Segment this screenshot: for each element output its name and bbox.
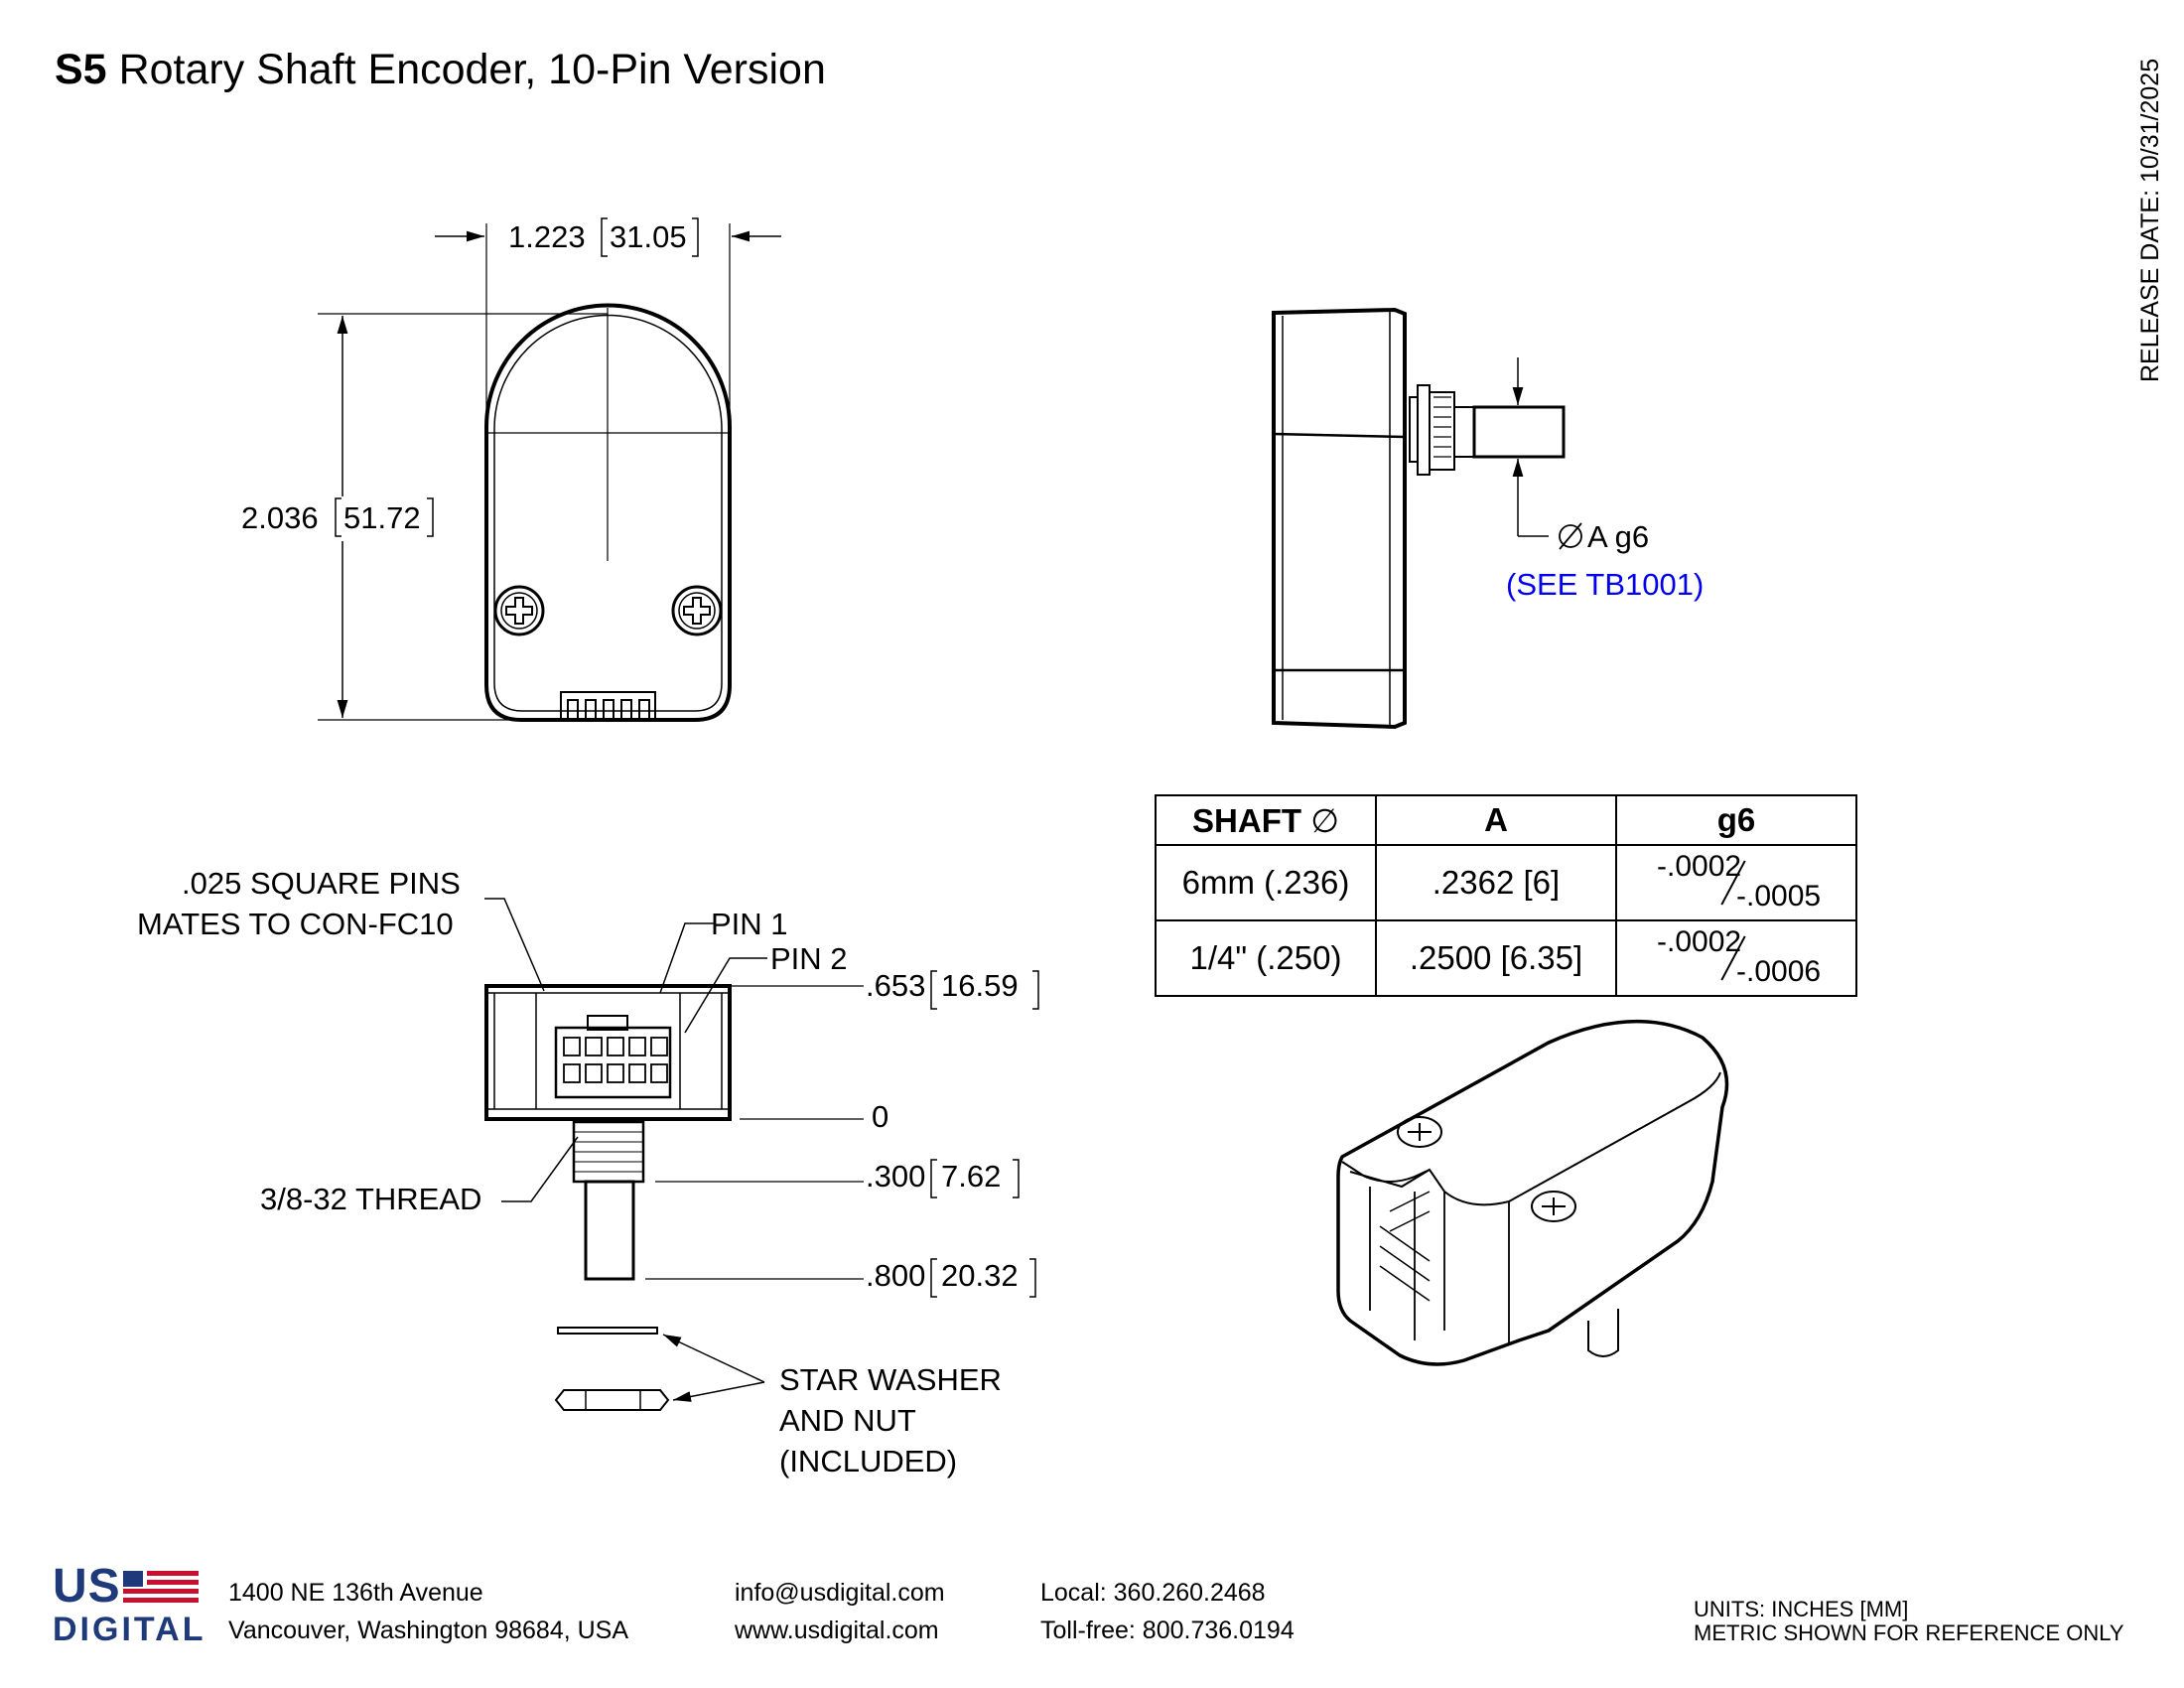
logo-flag-icon — [123, 1571, 199, 1603]
logo-us: US — [53, 1560, 121, 1613]
iso-screw-1-icon — [1397, 1116, 1442, 1148]
top-view — [318, 217, 781, 722]
address-line1: 1400 NE 136th Avenue — [228, 1579, 483, 1607]
cell-a: .2362 [6] — [1375, 844, 1617, 921]
front-body — [484, 984, 732, 1121]
connector-front — [554, 1026, 672, 1099]
phone-tollfree: Toll-free: 800.736.0194 — [1040, 1617, 1295, 1644]
pin1-label: PIN 1 — [711, 907, 788, 941]
height-dim-text: 2.036 — [241, 500, 319, 535]
pins-note-line2: MATES TO CON-FC10 — [137, 907, 454, 941]
star-washer — [557, 1327, 658, 1335]
hex-nut — [554, 1389, 670, 1411]
phone-local: Local: 360.260.2468 — [1040, 1579, 1266, 1607]
cell-g6: -.0002-.0006 — [1615, 919, 1857, 997]
thread-note: 3/8-32 THREAD — [260, 1182, 481, 1216]
pins-note-line1: .025 SQUARE PINS — [182, 866, 461, 901]
dim-thread-mm-text: 7.62 — [941, 1159, 1001, 1194]
header-g6: g6 — [1615, 794, 1857, 846]
cell-g6: -.0002-.0005 — [1615, 844, 1857, 921]
washer-line3: (INCLUDED) — [779, 1444, 957, 1478]
width-dim-mm-text: 31.05 — [610, 219, 687, 254]
dim-top-text: .653 — [866, 968, 925, 1003]
front-view — [484, 898, 1039, 1411]
isometric-view — [1336, 1019, 1729, 1366]
encoder-body-inner — [493, 314, 723, 712]
email-link[interactable]: info@usdigital.com — [735, 1579, 945, 1607]
screw-left-icon — [493, 585, 545, 636]
pin2-label: PIN 2 — [770, 941, 848, 976]
header-a: A — [1375, 794, 1617, 846]
table-row: 6mm (.236) .2362 [6] -.0002-.0005 — [1155, 844, 1857, 921]
side-body — [1272, 307, 1407, 730]
dim-shaft-text: .800 — [866, 1258, 925, 1293]
units-line2: METRIC SHOWN FOR REFERENCE ONLY — [1694, 1620, 2124, 1645]
height-dim-mm-text: 51.72 — [343, 500, 421, 535]
encoder-body-outline — [484, 303, 732, 722]
screw-right-icon — [671, 585, 723, 636]
table-row: 1/4" (.250) .2500 [6.35] -.0002-.0006 — [1155, 919, 1857, 997]
side-view — [1272, 307, 1582, 730]
header-shaft: SHAFT ∅ — [1155, 794, 1377, 846]
connector-top — [560, 691, 656, 721]
washer-line1: STAR WASHER — [779, 1362, 1002, 1397]
page-title: S5 Rotary Shaft Encoder, 10-Pin Version — [55, 46, 826, 94]
website-link[interactable]: www.usdigital.com — [735, 1617, 939, 1644]
dim-top-mm-text: 16.59 — [941, 968, 1019, 1003]
address-line2: Vancouver, Washington 98684, USA — [228, 1617, 629, 1644]
dim-shaft-mm-text: 20.32 — [941, 1258, 1019, 1293]
table-header-row: SHAFT ∅ A g6 — [1155, 794, 1857, 846]
cell-a: .2500 [6.35] — [1375, 919, 1617, 997]
title-text: Rotary Shaft Encoder, 10-Pin Version — [118, 46, 826, 93]
cell-shaft: 1/4" (.250) — [1155, 919, 1377, 997]
iso-screw-2-icon — [1531, 1191, 1576, 1222]
shaft-spec-table: SHAFT ∅ A g6 6mm (.236) .2362 [6] -.0002… — [1155, 794, 1857, 997]
shaft-callout-text: A g6 — [1587, 519, 1649, 554]
dim-zero-text: 0 — [872, 1099, 888, 1134]
dim-thread-text: .300 — [866, 1159, 925, 1194]
logo-digital: DIGITAL — [53, 1611, 206, 1648]
see-ref-link[interactable]: (SEE TB1001) — [1506, 567, 1704, 602]
units-line1: UNITS: INCHES [MM] — [1694, 1597, 1909, 1621]
width-dim-text: 1.223 — [508, 219, 586, 254]
model-name: S5 — [55, 46, 107, 93]
cell-shaft: 6mm (.236) — [1155, 844, 1377, 921]
washer-line2: AND NUT — [779, 1403, 916, 1438]
